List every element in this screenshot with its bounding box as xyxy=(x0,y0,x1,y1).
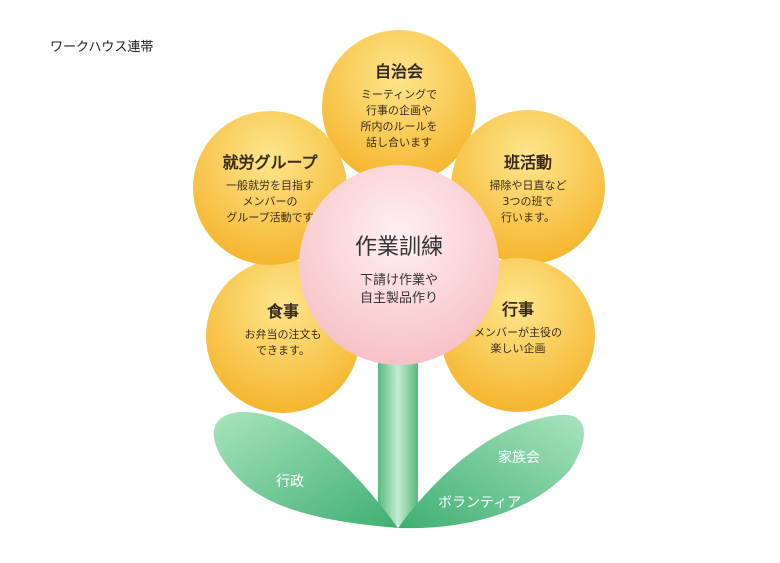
center-title: 作業訓練 xyxy=(354,235,443,260)
petal-description: メンバーが主役の 楽しい企画 xyxy=(474,326,562,355)
petal-title: 食事 xyxy=(266,302,299,321)
petal-title: 行事 xyxy=(501,300,534,319)
stem xyxy=(378,355,418,525)
petal-description: 一般就労を目指す メンバーの グループ活動です xyxy=(226,179,314,224)
center-circle xyxy=(299,165,499,365)
petal-description: お弁当の注文も できます。 xyxy=(244,328,322,357)
center-text: 作業訓練 下請け作業や 自主製品作り xyxy=(324,234,474,308)
petal-title: 自治会 xyxy=(374,62,423,81)
leaf-left xyxy=(213,411,398,528)
petal-group-activity-text: 班活動 掃除や日直など 3つの班で 行います。 xyxy=(468,153,588,226)
leaf-label-volunteer: ボランティア xyxy=(438,495,522,511)
petal-self-governance-text: 自治会 ミーティングで 行事の企画や 所内のルールを 話し合います xyxy=(339,62,459,151)
leaf-right xyxy=(398,414,584,529)
petal-title: 就労グループ xyxy=(222,153,318,172)
petal-employment-group-text: 就労グループ 一般就労を目指す メンバーの グループ活動です xyxy=(205,153,335,226)
petal-events-text: 行事 メンバーが主役の 楽しい企画 xyxy=(458,300,578,357)
petal-self-governance xyxy=(322,30,476,184)
petal-description: 掃除や日直など 3つの班で 行います。 xyxy=(489,179,567,224)
page-title: ワークハウス連帯 xyxy=(50,40,154,55)
center-description: 下請け作業や 自主製品作り xyxy=(359,273,438,306)
petal-meals-text: 食事 お弁当の注文も できます。 xyxy=(213,302,353,359)
leaf-label-government: 行政 xyxy=(276,474,304,490)
petal-title: 班活動 xyxy=(503,153,552,172)
petal-description: ミーティングで 行事の企画や 所内のルールを 話し合います xyxy=(360,88,438,149)
leaf-label-family-association: 家族会 xyxy=(498,450,540,466)
